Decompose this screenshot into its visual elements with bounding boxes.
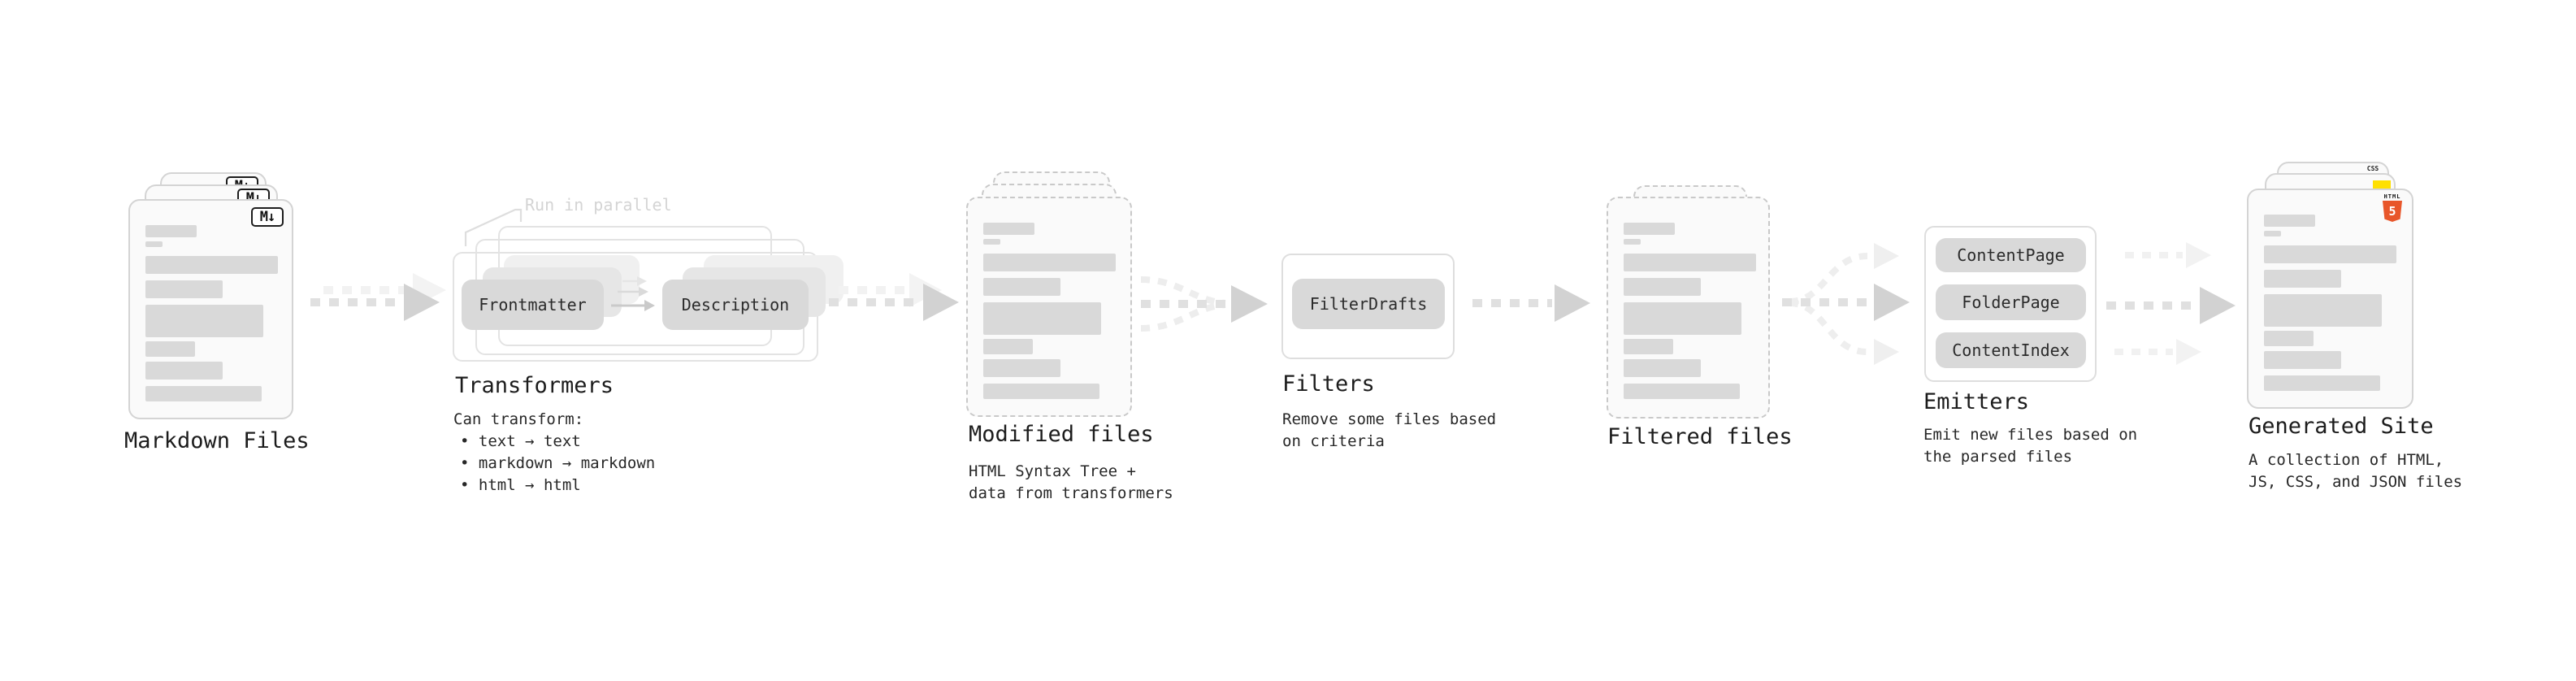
html5-icon-label: HTML: [2383, 193, 2401, 200]
css-icon-label: CSS: [2366, 165, 2379, 172]
modified-files-label: Modified files: [969, 422, 1154, 447]
contentindex-pill: ContentIndex: [1936, 332, 2086, 368]
arrow-emitters-to-generated: [2106, 242, 2236, 365]
generated-site-label: Generated Site: [2249, 414, 2434, 439]
markdown-files-label: Markdown Files: [124, 428, 310, 453]
filters-desc: Remove some files based on criteria: [1282, 410, 1497, 450]
html5-icon-shield: 5: [2383, 201, 2402, 222]
markdown-icon: M↓: [251, 207, 284, 227]
description-pill: Description: [662, 280, 809, 330]
folderpage-pill: FolderPage: [1936, 284, 2086, 320]
contentpage-pill: ContentPage: [1936, 238, 2086, 272]
generated-site-desc: A collection of HTML, JS, CSS, and JSON …: [2249, 451, 2463, 491]
run-in-parallel-note: Run in parallel: [525, 195, 672, 215]
frontmatter-pill: Frontmatter: [462, 280, 604, 330]
filterdrafts-pill: FilterDrafts: [1292, 279, 1445, 329]
arrow-filtered-to-emitters: [1782, 243, 1910, 365]
arrow-markdown-to-transformers: [310, 273, 446, 321]
markdown-file-card: M↓: [128, 199, 293, 419]
transformers-label: Transformers: [455, 373, 614, 398]
arrow-modified-to-filters: [1140, 276, 1268, 332]
html5-icon: HTML 5: [2383, 193, 2402, 222]
emitters-desc: Emit new files based on the parsed files: [1923, 426, 2138, 466]
transformers-bullet: • html → html: [460, 476, 581, 494]
modified-file-card: [966, 197, 1132, 417]
filters-label: Filters: [1282, 371, 1375, 397]
generated-file-card: HTML 5: [2247, 189, 2413, 409]
filtered-files-label: Filtered files: [1607, 424, 1793, 449]
modified-files-desc: HTML Syntax Tree + data from transformer…: [969, 462, 1173, 502]
arrow-transformers-to-modified: [829, 273, 959, 321]
filtered-file-card: [1607, 197, 1770, 419]
emitters-label: Emitters: [1923, 389, 2030, 414]
transformers-bullet: • text → text: [460, 432, 581, 450]
transformers-desc-title: Can transform:: [453, 410, 584, 428]
arrow-filters-to-filtered: [1472, 284, 1590, 322]
transformers-bullet: • markdown → markdown: [460, 454, 656, 472]
